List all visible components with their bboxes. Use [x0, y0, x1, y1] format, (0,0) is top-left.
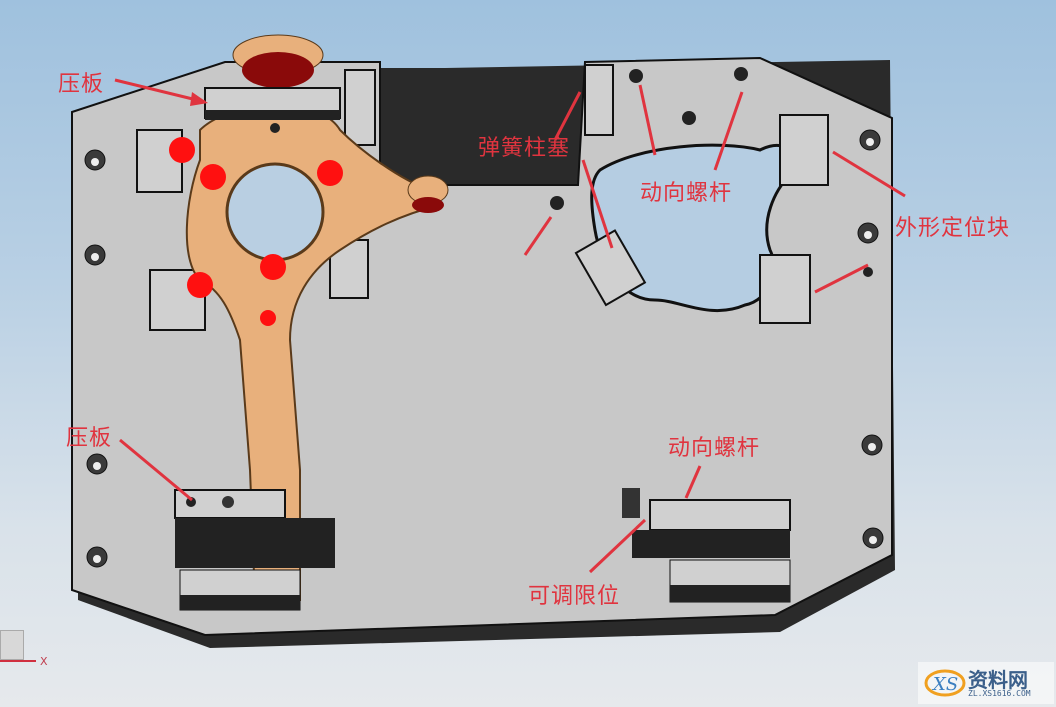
label-moving-screw-bottom: 动向螺杆: [668, 436, 761, 461]
x-axis-label: X: [40, 655, 48, 668]
svg-text:XS: XS: [931, 674, 958, 695]
bottom-clamp: [174, 489, 335, 611]
label-moving-screw-top: 动向螺杆: [640, 181, 733, 206]
label-adjustable-stop: 可调限位: [528, 584, 621, 609]
label-clamp-top: 压板: [58, 72, 105, 97]
locator-pins: [169, 137, 343, 326]
watermark: XS 资料网 ZL.XS1616.COM: [918, 662, 1054, 704]
axis-triad: [0, 630, 24, 660]
label-spring-plunger: 弹簧柱塞: [478, 136, 571, 161]
moving-screw-block: [622, 488, 791, 603]
right-fixtures: [574, 64, 829, 324]
watermark-url: ZL.XS1616.COM: [968, 689, 1031, 698]
label-clamp-bottom: 压板: [66, 426, 113, 451]
top-clamp: [204, 87, 341, 133]
x-axis-arrow: [0, 660, 36, 662]
watermark-title: 资料网: [968, 668, 1028, 692]
label-contour-locator: 外形定位块: [895, 216, 1011, 241]
annotation-arrows: [114, 78, 906, 574]
xs-logo-icon: XS: [924, 666, 966, 700]
